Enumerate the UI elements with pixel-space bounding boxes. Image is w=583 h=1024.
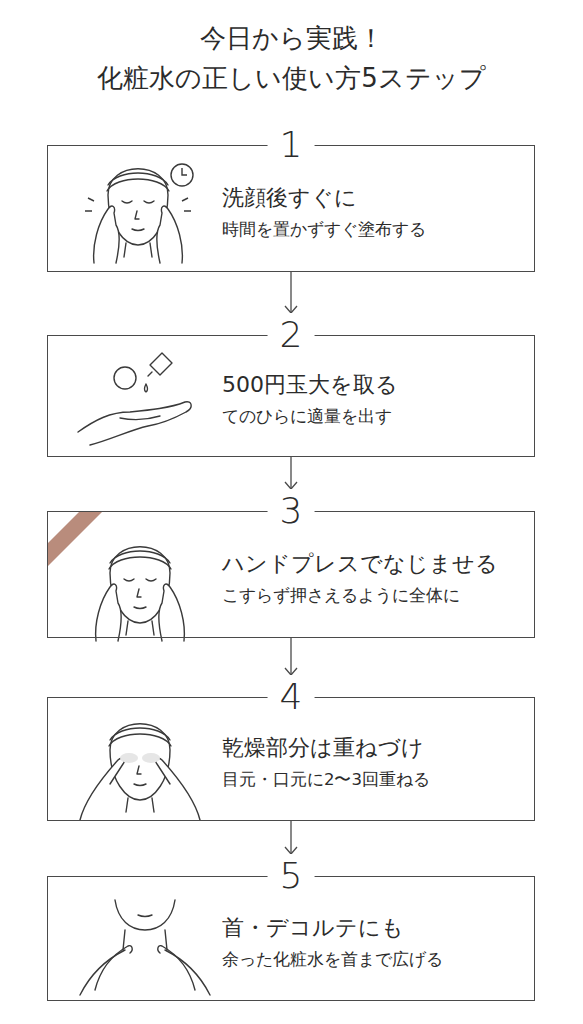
arrow-line	[290, 272, 291, 313]
step-box: 4 乾燥部分は重ねづけ目元・口元に2〜3回重ねる	[47, 675, 535, 821]
arrow-head	[285, 482, 297, 489]
step-box: 2 500円玉大を取るてのひらに適量を出す	[47, 313, 535, 457]
step-text: 500円玉大を取るてのひらに適量を出す	[222, 370, 527, 430]
step-number: 2	[268, 313, 315, 357]
step-number: 4	[268, 675, 315, 719]
step-heading: 乾燥部分は重ねづけ	[222, 733, 527, 763]
arrow-line	[290, 638, 291, 675]
step-heading: ハンドプレスでなじませる	[222, 549, 527, 579]
step-number: 3	[268, 489, 315, 533]
step-arrow	[285, 457, 297, 489]
clock-icon	[171, 164, 193, 186]
step-description: 時間を置かずすぐ塗布する	[222, 217, 527, 243]
arrow-head	[285, 847, 297, 854]
step-number: 1	[268, 123, 315, 167]
step-description: こすらず押さえるように全体に	[222, 583, 527, 609]
step-description: 余った化粧水を首まで広げる	[222, 947, 527, 973]
arrow-head	[285, 306, 297, 313]
diagram-title: 今日から実践！ 化粧水の正しい使い方5ステップ	[60, 18, 523, 98]
arrow-head	[285, 668, 297, 675]
face-illustration	[96, 547, 185, 641]
step-box: 5 首・デコルテにも余った化粧水を首まで広げる	[47, 854, 535, 1001]
palm-illustration	[78, 353, 191, 445]
step-arrow	[285, 821, 297, 854]
corner-ribbon	[48, 511, 103, 566]
step-box: 3 ハンドプレスでなじませるこすらず押さえるように全体に	[47, 489, 535, 638]
step-heading: 500円玉大を取る	[222, 370, 527, 400]
arrow-line	[290, 457, 291, 489]
step-text: 乾燥部分は重ねづけ目元・口元に2〜3回重ねる	[222, 733, 527, 793]
face-illustration	[80, 724, 200, 820]
step-heading: 洗顔後すぐに	[222, 183, 527, 213]
step-text: ハンドプレスでなじませるこすらず押さえるように全体に	[222, 549, 527, 609]
step-arrow	[285, 638, 297, 675]
step-text: 洗顔後すぐに時間を置かずすぐ塗布する	[222, 183, 527, 243]
neck-illustration	[80, 900, 210, 995]
step-description: てのひらに適量を出す	[222, 404, 527, 430]
step-arrow	[285, 272, 297, 313]
arrow-line	[290, 821, 291, 854]
step-number: 5	[268, 854, 315, 898]
step-box: 1 洗顔後すぐに時間を置かずすぐ塗布する	[47, 123, 535, 272]
step-description: 目元・口元に2〜3回重ねる	[222, 767, 527, 793]
step-heading: 首・デコルテにも	[222, 913, 527, 943]
step-text: 首・デコルテにも余った化粧水を首まで広げる	[222, 913, 527, 973]
